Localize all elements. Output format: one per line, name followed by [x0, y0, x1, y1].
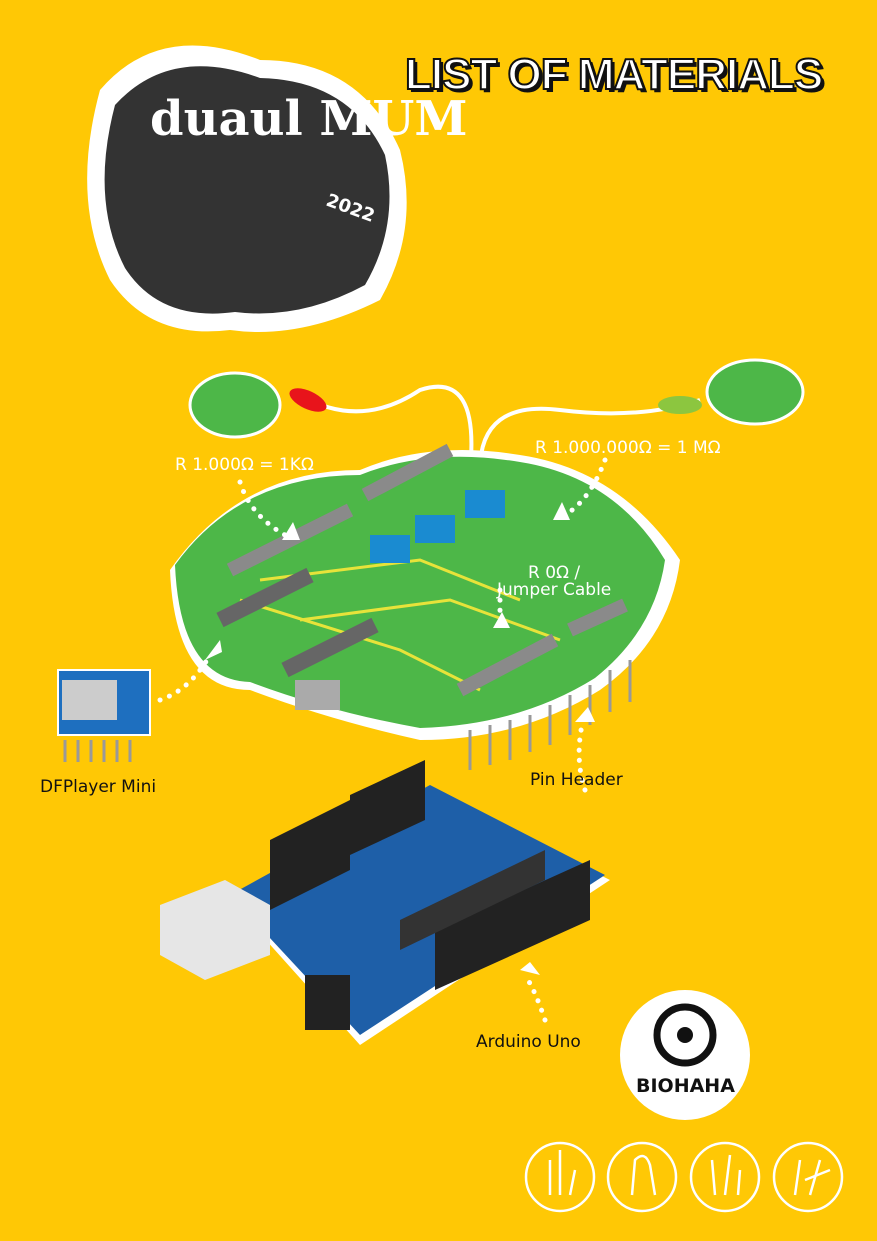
- duaul-mum-logo: duaul MUM 2022: [87, 45, 468, 332]
- dotted-arrows: [157, 457, 608, 1023]
- label-resistor-1m: R 1.000.000Ω = 1 MΩ: [535, 438, 721, 458]
- logo-text: duaul MUM: [150, 91, 468, 147]
- label-dfplayer: DFPlayer Mini: [40, 777, 157, 797]
- leaf-left: [188, 371, 282, 439]
- label-resistor-1k: R 1.000Ω = 1KΩ: [175, 455, 314, 475]
- alligator-clip: [289, 388, 327, 412]
- page-title: LIST OF MATERIALS: [404, 49, 824, 100]
- biohaha-text: BIOHAHA: [636, 1075, 735, 1097]
- label-resistor-0-line2: Jumper Cable: [497, 580, 612, 600]
- leaf-right: [705, 358, 805, 426]
- leaf-pcb: [170, 443, 680, 770]
- biohaha-logo: [620, 990, 750, 1120]
- label-resistor-0-line1: R 0Ω /: [528, 563, 581, 583]
- label-arduino: Arduino Uno: [476, 1032, 581, 1052]
- wire: [298, 384, 474, 471]
- dfplayer-module: [57, 669, 151, 762]
- hand-sign-icons: [524, 1141, 844, 1213]
- label-pin-header: Pin Header: [530, 770, 623, 790]
- arduino-uno-board: [160, 760, 610, 1045]
- arrow-heads: [205, 502, 595, 975]
- alligator-clip: [658, 396, 702, 414]
